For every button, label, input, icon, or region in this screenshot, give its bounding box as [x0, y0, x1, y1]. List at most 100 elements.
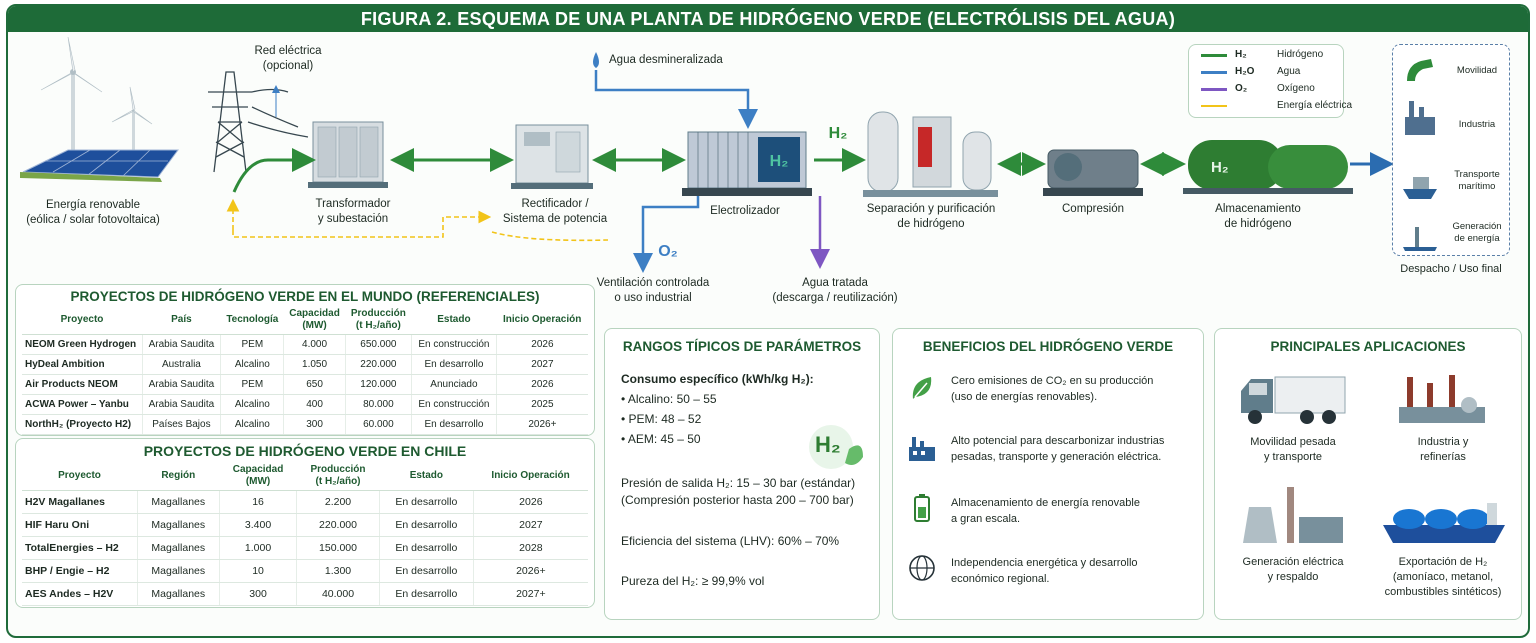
efficiency-text: Eficiencia del sistema (LHV): 60% – 70%	[621, 534, 840, 548]
solar-panel-icon	[20, 149, 179, 182]
table-cell: 2026	[473, 490, 588, 514]
transformer-label: Transformador y subestación	[315, 198, 391, 225]
benefits-panel: BENEFICIOS DEL HIDRÓGENO VERDE Cero emis…	[892, 328, 1204, 620]
chile-projects-title: PROYECTOS DE HIDRÓGENO VERDE EN CHILE	[143, 443, 467, 459]
app-power-generation: Generación eléctrica y respaldo	[1242, 556, 1344, 583]
table-cell: NEOM Green Hydrogen	[22, 334, 143, 355]
separation-label: Separación y purificación de hidrógeno	[866, 203, 996, 230]
table-cell: En desarrollo	[379, 559, 474, 583]
benefit-decarbonization: Alto potencial para descarbonizar indust…	[951, 435, 1165, 463]
table-cell: H2V Magallanes	[22, 490, 138, 514]
table-cell: Magallanes	[137, 536, 221, 560]
applications-panel: PRINCIPALES APLICACIONES Movilidad pesad…	[1214, 328, 1522, 620]
dispatch-label: Despacho / Uso final	[1400, 263, 1502, 275]
table-cell: HIF Haru Oni	[22, 513, 138, 537]
renewable-label: Energía renovable (eólica / solar fotovo…	[26, 199, 160, 226]
benefit-independence: Independencia energética y desarrollo ec…	[951, 557, 1138, 585]
table-cell: 150.000	[296, 536, 381, 560]
dispatch-icons	[1403, 59, 1437, 251]
table-cell: Australia	[142, 354, 222, 375]
table-cell: 2027	[473, 513, 588, 537]
benefits-title: BENEFICIOS DEL HIDRÓGENO VERDE	[922, 339, 1174, 354]
table-cell: PEM	[220, 334, 285, 355]
table-cell: Arabia Saudita	[142, 334, 222, 355]
factory-icon	[1405, 101, 1435, 135]
table-cell: 300	[283, 414, 346, 435]
table-cell: En construcción	[411, 334, 497, 355]
table-cell: BHP / Engie – H2	[22, 559, 138, 583]
table-cell: 220.000	[345, 354, 413, 375]
table-cell: 10	[219, 559, 298, 583]
table-cell: 3.400	[219, 513, 298, 537]
globe-icon	[909, 555, 935, 581]
dispatch-item-maritime: Transporte marítimo	[1454, 169, 1500, 192]
table-cell: 4.000	[283, 334, 346, 355]
table-cell: 60.000	[345, 414, 413, 435]
wind-turbine-icon	[40, 36, 153, 165]
applications-title: PRINCIPALES APLICACIONES	[1270, 339, 1466, 354]
consumption-pem: • PEM: 48 – 52	[621, 412, 702, 426]
table-cell: Países Bajos	[142, 414, 222, 435]
table-cell: 2028	[473, 536, 588, 560]
table-cell: ACWA Power – Yanbu	[22, 394, 143, 415]
table-cell: 650.000	[345, 334, 413, 355]
table-cell: 220.000	[296, 513, 381, 537]
app-export: Exportación de H₂ (amoníaco, metanol, co…	[1384, 556, 1502, 598]
table-cell: 2026	[496, 334, 588, 355]
o2-flow-label: O₂	[658, 243, 678, 260]
parameters-title: RANGOS TÍPICOS DE PARÁMETROS	[622, 339, 862, 354]
app-heavy-mobility: Movilidad pesada y transporte	[1250, 436, 1336, 463]
table-cell: 80.000	[345, 394, 413, 415]
app-industry: Industria y refinerías	[1417, 436, 1469, 463]
table-cell: Magallanes	[137, 582, 221, 606]
electrolyzer-icon: H₂	[682, 131, 812, 196]
water-label: Agua desmineralizada	[609, 54, 723, 66]
table-cell: NorthH₂ (Proyecto H2)	[22, 414, 143, 435]
electrolyzer-label: Electrolizador	[710, 205, 780, 217]
table-cell: Alcalino	[220, 394, 285, 415]
table-cell: En desarrollo	[411, 354, 497, 375]
table-cell: 2026	[496, 374, 588, 395]
table-cell: 2025	[496, 394, 588, 415]
truck-icon	[1241, 376, 1346, 424]
power-tower-icon	[208, 71, 309, 173]
table-cell: Arabia Saudita	[142, 394, 222, 415]
pressure-text: Presión de salida H₂: 15 – 30 bar (están…	[621, 476, 856, 490]
table-cell: Magallanes	[137, 559, 221, 583]
table-cell: 2026+	[473, 559, 588, 583]
h2-flow-label: H₂	[828, 125, 848, 142]
dispatch-item-industry: Industria	[1458, 119, 1496, 130]
table-cell: Air Products NEOM	[22, 374, 143, 395]
parameters-panel: RANGOS TÍPICOS DE PARÁMETROS Consumo esp…	[604, 328, 880, 620]
table-cell: Magallanes	[137, 490, 221, 514]
table-cell: 16	[219, 490, 298, 514]
table-cell: En desarrollo	[379, 536, 474, 560]
world-projects-table: Proyecto País Tecnología Capacidad (MW) …	[22, 306, 588, 435]
table-cell: En desarrollo	[379, 513, 474, 537]
table-cell: PEM	[220, 374, 285, 395]
figure-title: FIGURA 2. ESQUEMA DE UNA PLANTA DE HIDRÓ…	[8, 6, 1528, 32]
purity-text: Pureza del H₂: ≥ 99,9% vol	[621, 574, 765, 588]
ship-icon	[1403, 177, 1437, 199]
consumption-aem: • AEM: 45 – 50	[621, 432, 701, 446]
pressure-note: (Compresión posterior hasta 200 – 700 ba…	[621, 493, 854, 507]
table-cell: 2026+	[496, 414, 588, 435]
factory-icon	[909, 437, 935, 461]
table-cell: En construcción	[411, 394, 497, 415]
table-cell: 300	[219, 582, 298, 606]
table-cell: 40.000	[296, 582, 381, 606]
world-projects-title: PROYECTOS DE HIDRÓGENO VERDE EN EL MUNDO…	[70, 289, 540, 304]
table-cell: 400	[283, 394, 346, 415]
table-cell: HyDeal Ambition	[22, 354, 143, 375]
grid-label: Red eléctrica (opcional)	[254, 45, 322, 72]
separation-unit-icon	[863, 111, 998, 197]
electrolyzer-tag: H₂	[770, 153, 789, 170]
table-cell: Alcalino	[220, 354, 285, 375]
table-cell: 1.000	[219, 536, 298, 560]
storage-tank-label: H₂	[1211, 159, 1229, 176]
table-cell: AES Andes – H2V	[22, 582, 138, 606]
